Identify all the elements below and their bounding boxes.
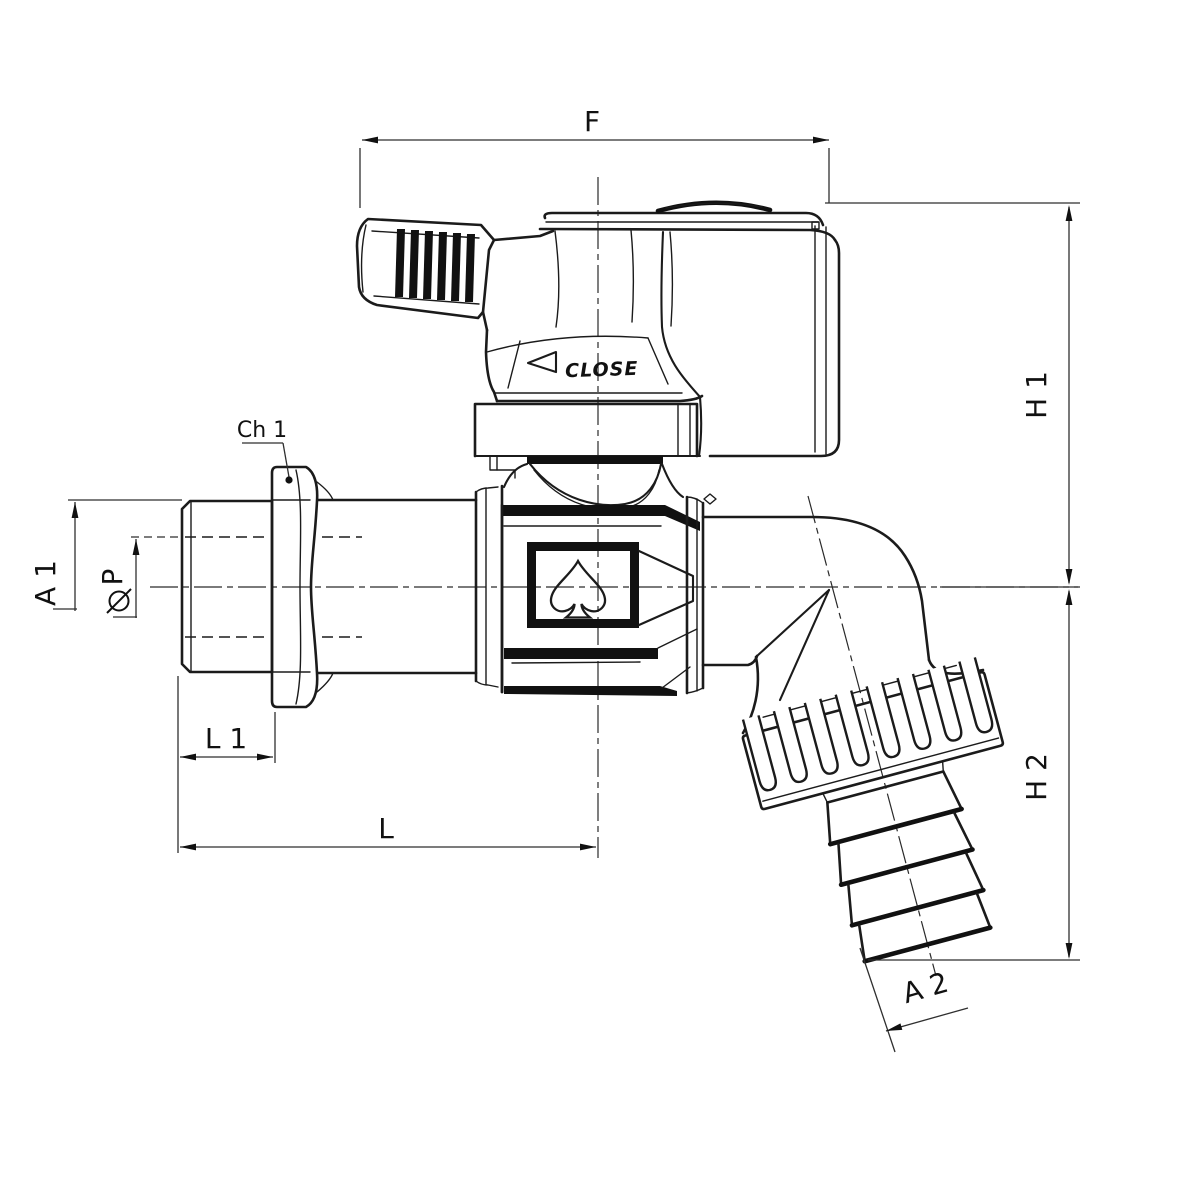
hex-top-band: [502, 505, 665, 516]
dim-label-a1: A 1: [29, 560, 62, 606]
barb-tip-edge: [862, 925, 993, 964]
union-nut-band: [741, 670, 1005, 811]
lever-outline: [355, 217, 496, 320]
valve-handle-lever: [355, 217, 555, 332]
hex-lower-band: [504, 648, 658, 659]
dim-label-f: F: [584, 105, 600, 138]
arrowhead-icon: [1065, 589, 1073, 605]
arrowhead-icon: [71, 502, 79, 518]
dim-label-h2: H 2: [1020, 753, 1053, 801]
dimension-h2: H 2: [868, 586, 1080, 961]
hose-union-assembly: [741, 657, 1005, 964]
bonnet-outline: [473, 402, 699, 458]
hex-right-facet: [637, 549, 695, 627]
knob-right-outline: [708, 238, 841, 458]
union-nut-knurl-slots: [741, 657, 994, 792]
dimension-f: F: [359, 105, 830, 208]
close-arrow-icon: [526, 350, 558, 374]
spout-centerline: [807, 495, 937, 977]
knob-top-plate: [543, 211, 825, 227]
arrowhead-icon: [1065, 205, 1073, 221]
knob-left-boundary: [660, 230, 703, 458]
arrowhead-icon: [362, 136, 378, 144]
dimension-h1: H 1: [825, 202, 1080, 585]
spade-panel-frame: [527, 542, 639, 628]
leader-dot: [285, 476, 293, 484]
bonnet: [473, 402, 717, 510]
dim-label-l1: L 1: [205, 722, 247, 755]
spade-logo-icon: [549, 558, 607, 619]
elbow-miter-line: [755, 588, 831, 658]
close-label: CLOSE: [565, 358, 639, 383]
dimension-l1: L 1: [177, 676, 276, 853]
arrowhead-icon: [180, 753, 196, 761]
dim-label-h1: H 1: [1020, 371, 1053, 419]
skirt-left-edge: [484, 328, 499, 403]
valve-handle-knob: [538, 200, 841, 458]
hex-nut: [270, 465, 334, 709]
hose-barb: [822, 760, 993, 964]
valve-body-hex: [500, 503, 700, 696]
inlet-shank: [316, 484, 504, 694]
dimension-a2: A 2: [859, 947, 969, 1053]
dimension-phi-p: P: [96, 536, 182, 618]
skirt-bottom-rim: [495, 394, 704, 403]
dim-label-ch1: Ch 1: [237, 418, 287, 443]
body-saddle-curve: [528, 462, 663, 507]
arrowhead-icon: [1065, 569, 1073, 585]
dimension-a1: A 1: [29, 499, 182, 611]
dimension-l: L: [180, 812, 596, 851]
centerlines: [150, 177, 1078, 977]
hex-bottom-band: [504, 686, 677, 696]
hex-nut-outline: [270, 465, 319, 709]
arrowhead-icon: [180, 843, 196, 851]
dim-label-p: P: [96, 569, 129, 586]
dimension-ch1: Ch 1: [237, 418, 293, 484]
arrowhead-icon: [132, 539, 140, 555]
bonnet-collar-band: [527, 456, 663, 464]
arrowhead-icon: [1065, 943, 1073, 959]
arrowhead-icon: [580, 843, 596, 851]
arrowhead-icon: [813, 136, 829, 144]
elbow-outer-edge: [701, 515, 931, 662]
handle-skirt: CLOSE: [484, 328, 704, 403]
lever-grip-ribs: [395, 229, 475, 302]
arrowhead-icon: [886, 1023, 903, 1031]
dim-label-a2: A 2: [899, 966, 952, 1010]
diameter-symbol-icon: [106, 588, 132, 614]
arrowhead-icon: [257, 753, 273, 761]
lever-to-knob-edge: [492, 229, 555, 242]
dim-label-l: L: [378, 812, 394, 845]
